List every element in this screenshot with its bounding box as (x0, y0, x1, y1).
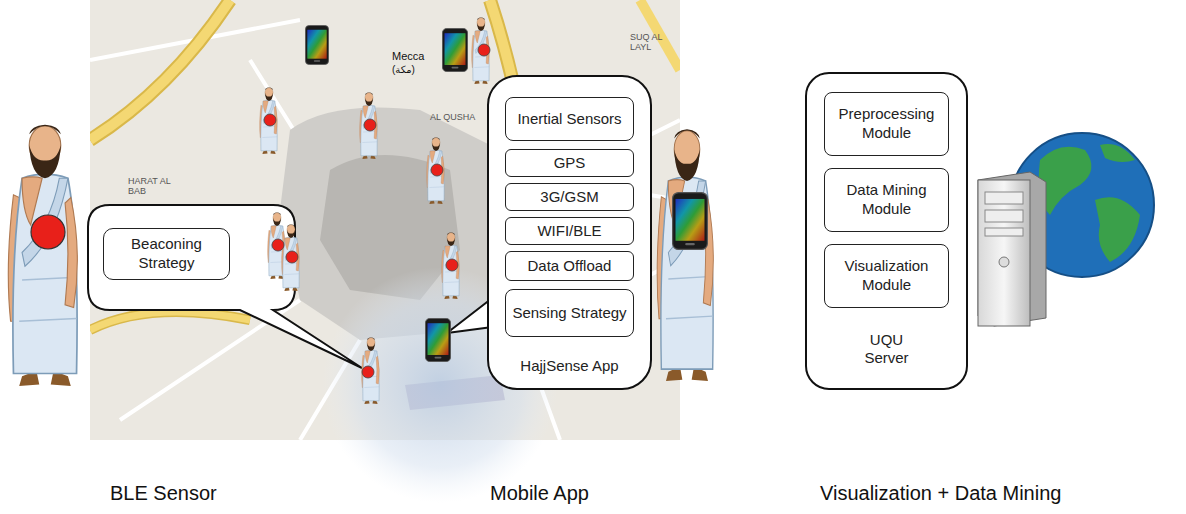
section-caption: BLE Sensor (110, 482, 217, 505)
ble-sensor (272, 239, 284, 251)
module-box: 3G/GSM (505, 183, 634, 211)
module-box: WIFI/BLE (505, 217, 634, 245)
box-label: Data Offload (528, 257, 612, 276)
pilgrim (442, 232, 460, 299)
pilgrim (427, 137, 445, 204)
pilgrim (360, 92, 378, 159)
module-box: Inertial Sensors (505, 97, 634, 141)
ble-sensor (364, 119, 376, 131)
map-label: SUQ AL LAYL (630, 32, 678, 53)
ble-sensor (431, 164, 443, 176)
module-box: Data Mining Module (824, 168, 949, 232)
module-box: Preprocessing Module (824, 92, 949, 156)
box-label: Visualization Module (830, 257, 943, 295)
server-tower (978, 172, 1046, 326)
power-button (999, 257, 1009, 267)
module-box: Sensing Strategy (505, 289, 634, 337)
tower-front (978, 180, 1030, 326)
drive-bay (985, 192, 1023, 204)
continent (1100, 144, 1135, 162)
pilgrim-large (8, 125, 77, 386)
ble-sensor-large (31, 215, 65, 249)
box-label: UQU Server (847, 331, 927, 369)
ble-sensor (362, 366, 374, 378)
pilgrim-large (657, 129, 713, 381)
smartphone-large (673, 193, 708, 250)
continent (1039, 147, 1092, 215)
callout-panel: UQU Server Preprocessing ModuleData Minin… (805, 72, 968, 390)
smartphone (425, 318, 450, 361)
box-label: Inertial Sensors (517, 110, 621, 129)
road (90, 0, 230, 140)
box-label: Preprocessing Module (830, 105, 943, 143)
ble-sensor (446, 259, 458, 271)
section-caption: Visualization + Data Mining (820, 482, 1061, 505)
ble-sensor (286, 251, 298, 263)
box-label: Beaconing Strategy (109, 235, 224, 273)
road (90, 0, 230, 140)
section-caption: Mobile App (490, 482, 589, 505)
map-label: (مكة) (392, 64, 415, 76)
box-label: GPS (554, 154, 586, 173)
drive-bay (985, 210, 1023, 222)
drive-bay (985, 228, 1023, 236)
callout-bubble (88, 205, 362, 368)
pilgrim (362, 337, 380, 404)
module-box: GPS (505, 149, 634, 177)
map-label: Mecca (392, 50, 424, 63)
callout-panel: HajjSense App Inertial SensorsGPS 3G/GSM WI… (487, 75, 652, 390)
road (90, 312, 250, 330)
smartphone (442, 28, 467, 71)
ble-sensor-dots (264, 44, 490, 378)
pilgrim (282, 224, 300, 291)
map-label: AL QUSHA (430, 112, 475, 122)
box-label: WIFI/BLE (537, 222, 601, 241)
tower-side (978, 172, 1046, 326)
ble-sensor (264, 114, 276, 126)
box-label: HajjSense App (489, 357, 650, 376)
module-box: Visualization Module (824, 244, 949, 308)
smartphone (305, 25, 328, 64)
box-label: 3G/GSM (540, 188, 598, 207)
box-label: Sensing Strategy (512, 304, 626, 323)
pilgrim (472, 17, 490, 84)
ble-sensor (478, 44, 490, 56)
module-box: Data Offload (505, 251, 634, 281)
road (90, 312, 250, 330)
module-box: Beaconing Strategy (103, 228, 230, 280)
continent (1095, 197, 1140, 262)
pilgrim (260, 87, 278, 154)
map-label: HARAT AL BAB (128, 176, 184, 197)
box-label: Data Mining Module (830, 181, 943, 219)
